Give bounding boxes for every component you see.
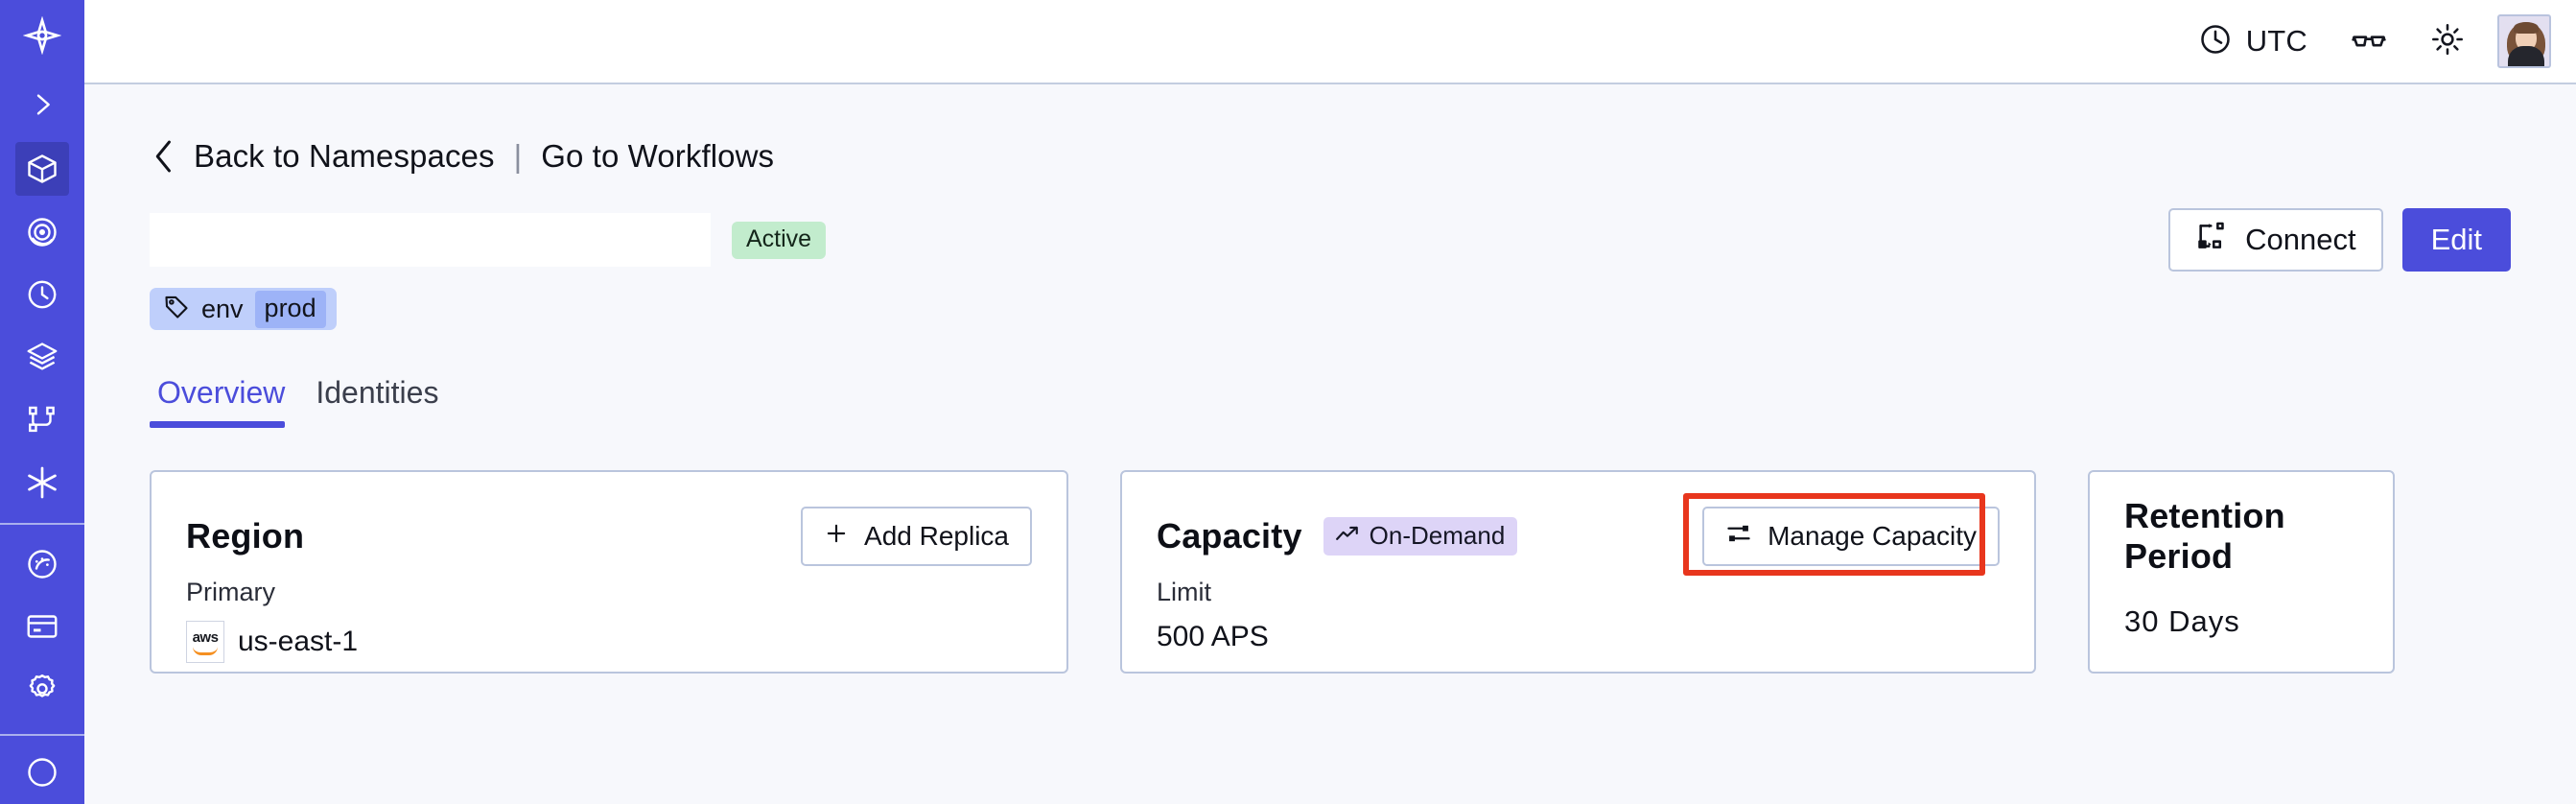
gear-icon: [15, 662, 69, 716]
avatar[interactable]: [2497, 14, 2551, 68]
connect-button[interactable]: Connect: [2168, 208, 2383, 272]
region-card-action: Add Replica: [801, 507, 1032, 566]
capacity-card-header: Capacity On-Demand: [1157, 505, 2000, 568]
sidebar-item-billing[interactable]: [0, 595, 84, 657]
asterisk-icon: [15, 456, 69, 509]
aws-logo-icon: aws: [186, 621, 224, 663]
help-circle-icon: [15, 745, 69, 799]
edit-button[interactable]: Edit: [2401, 208, 2511, 272]
reading-mode-button[interactable]: [2329, 12, 2409, 70]
sidebar-item-usage[interactable]: [0, 532, 84, 595]
sidebar-item-integrations[interactable]: [0, 451, 84, 513]
capacity-limit-value: 500 APS: [1157, 621, 1269, 652]
capacity-mode-badge: On-Demand: [1323, 517, 1518, 556]
top-bar: UTC: [84, 0, 2576, 84]
page-title: [150, 213, 711, 267]
retention-card-header: Retention Period: [2124, 496, 2358, 576]
tag-icon: [163, 294, 190, 325]
header-actions: Connect Edit: [2168, 208, 2511, 272]
aws-logo-text: aws: [192, 629, 219, 646]
chevron-left-icon[interactable]: [150, 138, 178, 175]
gauge-icon: [15, 537, 69, 591]
tag-value: prod: [254, 290, 326, 328]
region-value-row: aws us-east-1: [186, 621, 1032, 663]
sidebar-divider-2: [0, 733, 84, 736]
tab-identities[interactable]: Identities: [316, 375, 439, 410]
add-replica-button[interactable]: Add Replica: [801, 507, 1032, 566]
layers-stack-icon: [15, 330, 69, 384]
sliders-icon: [1725, 520, 1752, 554]
sidebar-item-help[interactable]: [0, 742, 84, 804]
connect-flow-icon: [2195, 220, 2228, 260]
status-badge: Active: [732, 221, 827, 259]
temporal-logo-icon: [15, 9, 69, 62]
sidebar-item-logo[interactable]: [0, 0, 84, 72]
capacity-card-action: Manage Capacity: [1702, 507, 2000, 566]
timezone-label: UTC: [2245, 24, 2307, 58]
breadcrumb: Back to Namespaces | Go to Workflows: [150, 134, 2511, 178]
left-sidebar: [0, 0, 84, 804]
namespace-header: Active: [150, 208, 2511, 272]
region-card: Region Add Replica: [150, 470, 1068, 674]
timezone-selector[interactable]: UTC: [2177, 12, 2329, 70]
glasses-icon: [2350, 20, 2388, 63]
namespace-tag[interactable]: env prod: [150, 288, 337, 330]
capacity-mode-label: On-Demand: [1369, 521, 1506, 550]
tab-bar-rule: [150, 423, 2511, 426]
breadcrumb-back-link[interactable]: Back to Namespaces: [194, 138, 495, 174]
capacity-card: Capacity On-Demand: [1120, 470, 2036, 674]
connect-button-label: Connect: [2245, 223, 2356, 256]
retention-card: Retention Period 30 Days: [2088, 470, 2395, 674]
page-content: Back to Namespaces | Go to Workflows Act…: [84, 84, 2576, 804]
tab-overview[interactable]: Overview: [150, 375, 308, 428]
region-card-header: Region Add Replica: [186, 505, 1032, 568]
sidebar-divider-1: [0, 523, 84, 526]
sidebar-item-history[interactable]: [0, 263, 84, 325]
retention-value: 30 Days: [2124, 604, 2240, 638]
clock-icon: [2198, 22, 2233, 61]
sidebar-item-workflows[interactable]: [0, 389, 84, 451]
sidebar-item-layers[interactable]: [0, 326, 84, 389]
capacity-limit-label: Limit: [1157, 578, 1212, 606]
aws-smile: [193, 647, 218, 655]
region-value: us-east-1: [238, 626, 359, 657]
breadcrumb-separator: |: [513, 138, 523, 174]
region-primary-label: Primary: [186, 578, 275, 606]
clock-rewind-icon: [15, 268, 69, 321]
manage-capacity-label: Manage Capacity: [1768, 521, 1977, 551]
sidebar-item-namespaces[interactable]: [0, 138, 84, 201]
credit-card-icon: [15, 600, 69, 653]
overview-cards: Region Add Replica: [150, 470, 2511, 674]
chevron-right-icon: [15, 78, 69, 131]
sun-icon: [2430, 22, 2465, 61]
retention-card-title: Retention Period: [2124, 496, 2285, 576]
region-card-title: Region: [186, 516, 305, 556]
branch-nodes-icon: [15, 392, 69, 446]
sidebar-item-expand[interactable]: [0, 72, 84, 138]
manage-capacity-button[interactable]: Manage Capacity: [1702, 507, 2000, 566]
tag-key: env: [201, 294, 244, 323]
sidebar-item-observability[interactable]: [0, 201, 84, 263]
avatar-hair-front: [2514, 22, 2539, 34]
trending-up-icon: [1335, 523, 1360, 548]
cube-icon: [15, 142, 69, 197]
capacity-card-title: Capacity: [1157, 516, 1302, 556]
tab-bar: Overview Identities: [150, 370, 2511, 428]
sidebar-item-settings[interactable]: [0, 658, 84, 721]
plus-icon: [824, 521, 849, 553]
add-replica-label: Add Replica: [864, 521, 1009, 551]
breadcrumb-workflows-link[interactable]: Go to Workflows: [541, 138, 775, 174]
eye-target-icon: [15, 205, 69, 259]
main-column: UTC: [84, 0, 2576, 804]
theme-toggle-button[interactable]: [2409, 12, 2486, 70]
avatar-body: [2508, 46, 2544, 66]
